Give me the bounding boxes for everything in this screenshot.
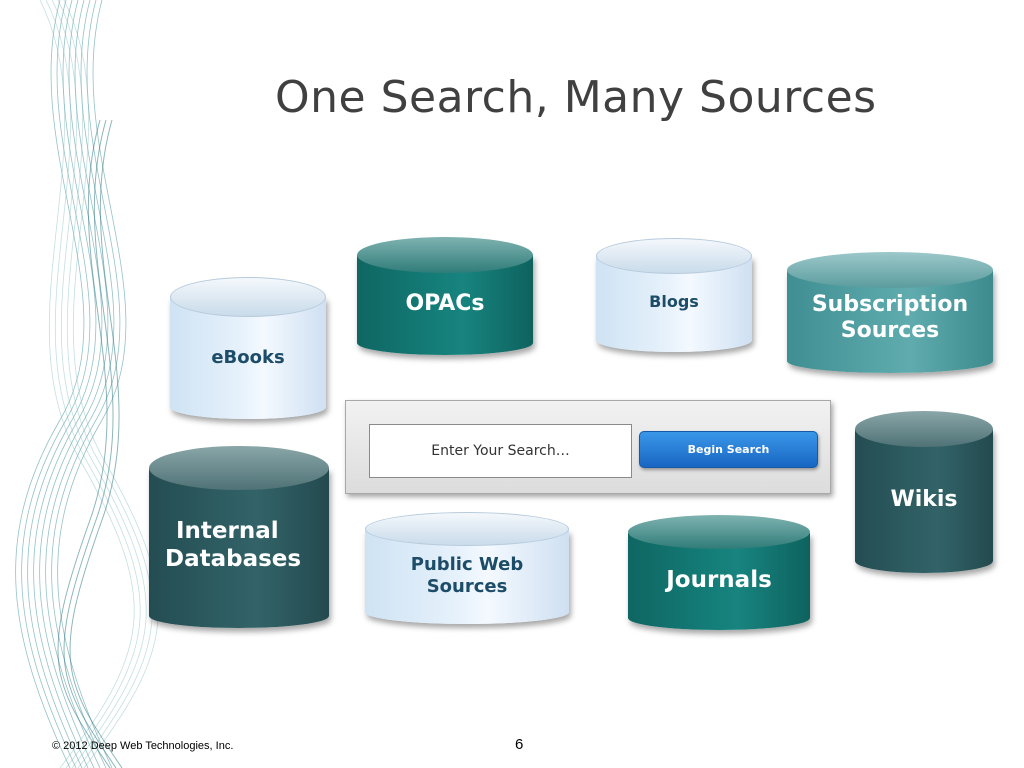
label-opacs: OPACs <box>405 291 485 316</box>
label-wikis: Wikis <box>890 487 958 512</box>
label-subscription-line1: Subscription <box>811 292 969 317</box>
cylinder-ebooks: eBooks <box>170 277 326 419</box>
label-internal-line1: Internal <box>176 518 279 544</box>
cylinder-journals: Journals <box>628 515 810 630</box>
page-number: 6 <box>515 736 524 753</box>
cylinder-blogs: Blogs <box>596 238 752 352</box>
slide-title: One Search, Many Sources <box>275 72 877 123</box>
label-public-web-line2: Sources <box>426 575 508 597</box>
cylinder-public-web-sources: Public Web Sources <box>365 512 569 624</box>
cylinder-internal-databases: Internal Databases <box>149 446 329 628</box>
label-blogs: Blogs <box>649 292 699 311</box>
cylinder-wikis: Wikis <box>855 411 993 573</box>
decorative-swirl <box>15 0 159 768</box>
label-subscription-sources: Subscription Sources <box>787 292 993 345</box>
label-public-web-line1: Public Web <box>410 554 524 575</box>
begin-search-button[interactable]: Begin Search <box>639 431 818 468</box>
search-input[interactable]: Enter Your Search… <box>369 424 632 478</box>
cylinder-subscription-sources: Subscription Sources <box>787 252 993 373</box>
label-internal-line2: Databases <box>165 545 302 572</box>
label-journals: Journals <box>666 567 772 593</box>
label-internal-databases: Internal Databases <box>149 518 329 573</box>
label-public-web-sources: Public Web Sources <box>365 554 569 597</box>
label-subscription-line2: Sources <box>840 318 940 344</box>
label-ebooks: eBooks <box>211 347 285 368</box>
footer-copyright: © 2012 Deep Web Technologies, Inc. <box>52 740 234 752</box>
cylinder-opacs: OPACs <box>357 237 533 355</box>
